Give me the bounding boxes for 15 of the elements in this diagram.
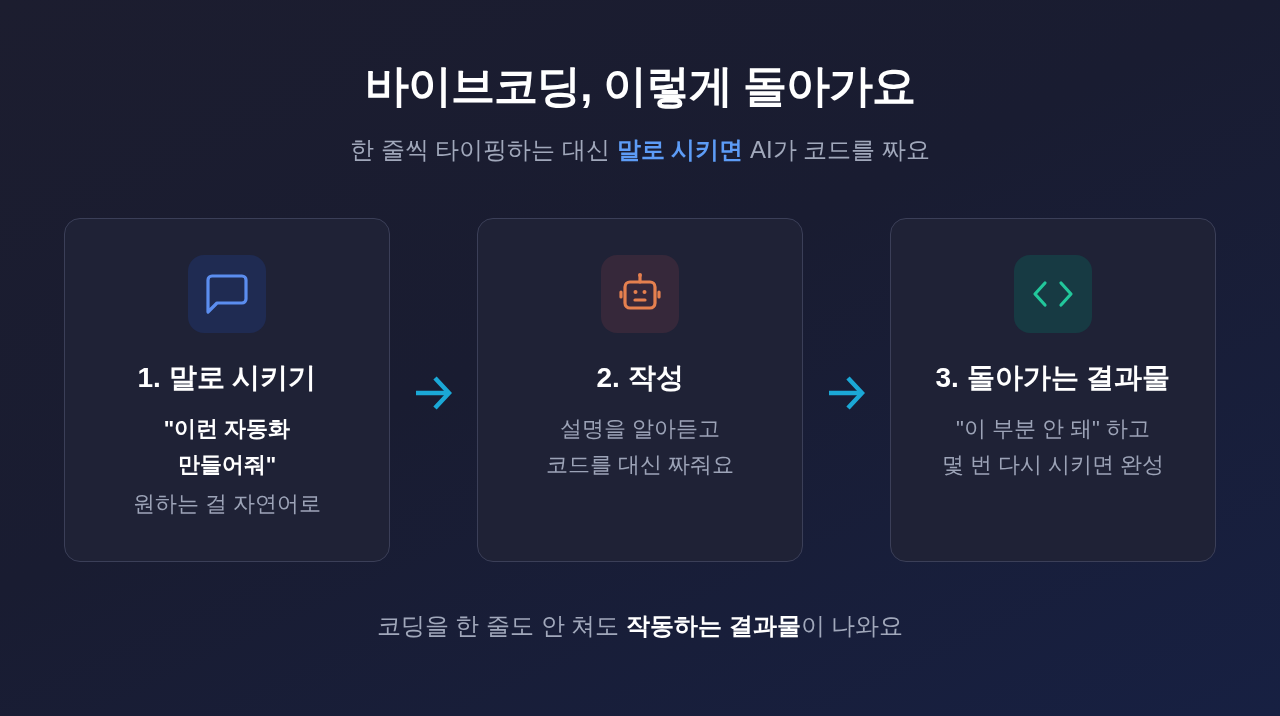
step-card <box>890 218 1216 562</box>
arrow <box>416 375 452 411</box>
title: 바이브코딩, 이렇게 돌아가요 <box>365 60 915 112</box>
step-card <box>477 218 803 562</box>
step-heading: 1. 말로 시키기 <box>137 361 317 395</box>
quote-text: "이런 자동화 만들어줘" <box>163 415 291 479</box>
caption: 코딩을 한 줄도 안 쳐도 작동하는 결과물이 나와요 <box>376 611 904 641</box>
step-description: 원하는 걸 자연어로 <box>132 490 322 518</box>
arrow <box>829 375 865 411</box>
step-description: "이 부분 안 돼" 하고 몇 번 다시 시키면 완성 <box>941 415 1165 479</box>
step-description: 설명을 알아듣고 코드를 대신 짜줘요 <box>545 415 735 479</box>
step-heading: 3. 돌아가는 결과물 <box>935 361 1171 395</box>
step-heading: 2. 작성 <box>596 361 684 395</box>
subtitle: 한 줄씩 타이핑하는 대신 말로 시키면 AI가 코드를 짜요 <box>350 135 930 165</box>
step-card <box>64 218 390 562</box>
